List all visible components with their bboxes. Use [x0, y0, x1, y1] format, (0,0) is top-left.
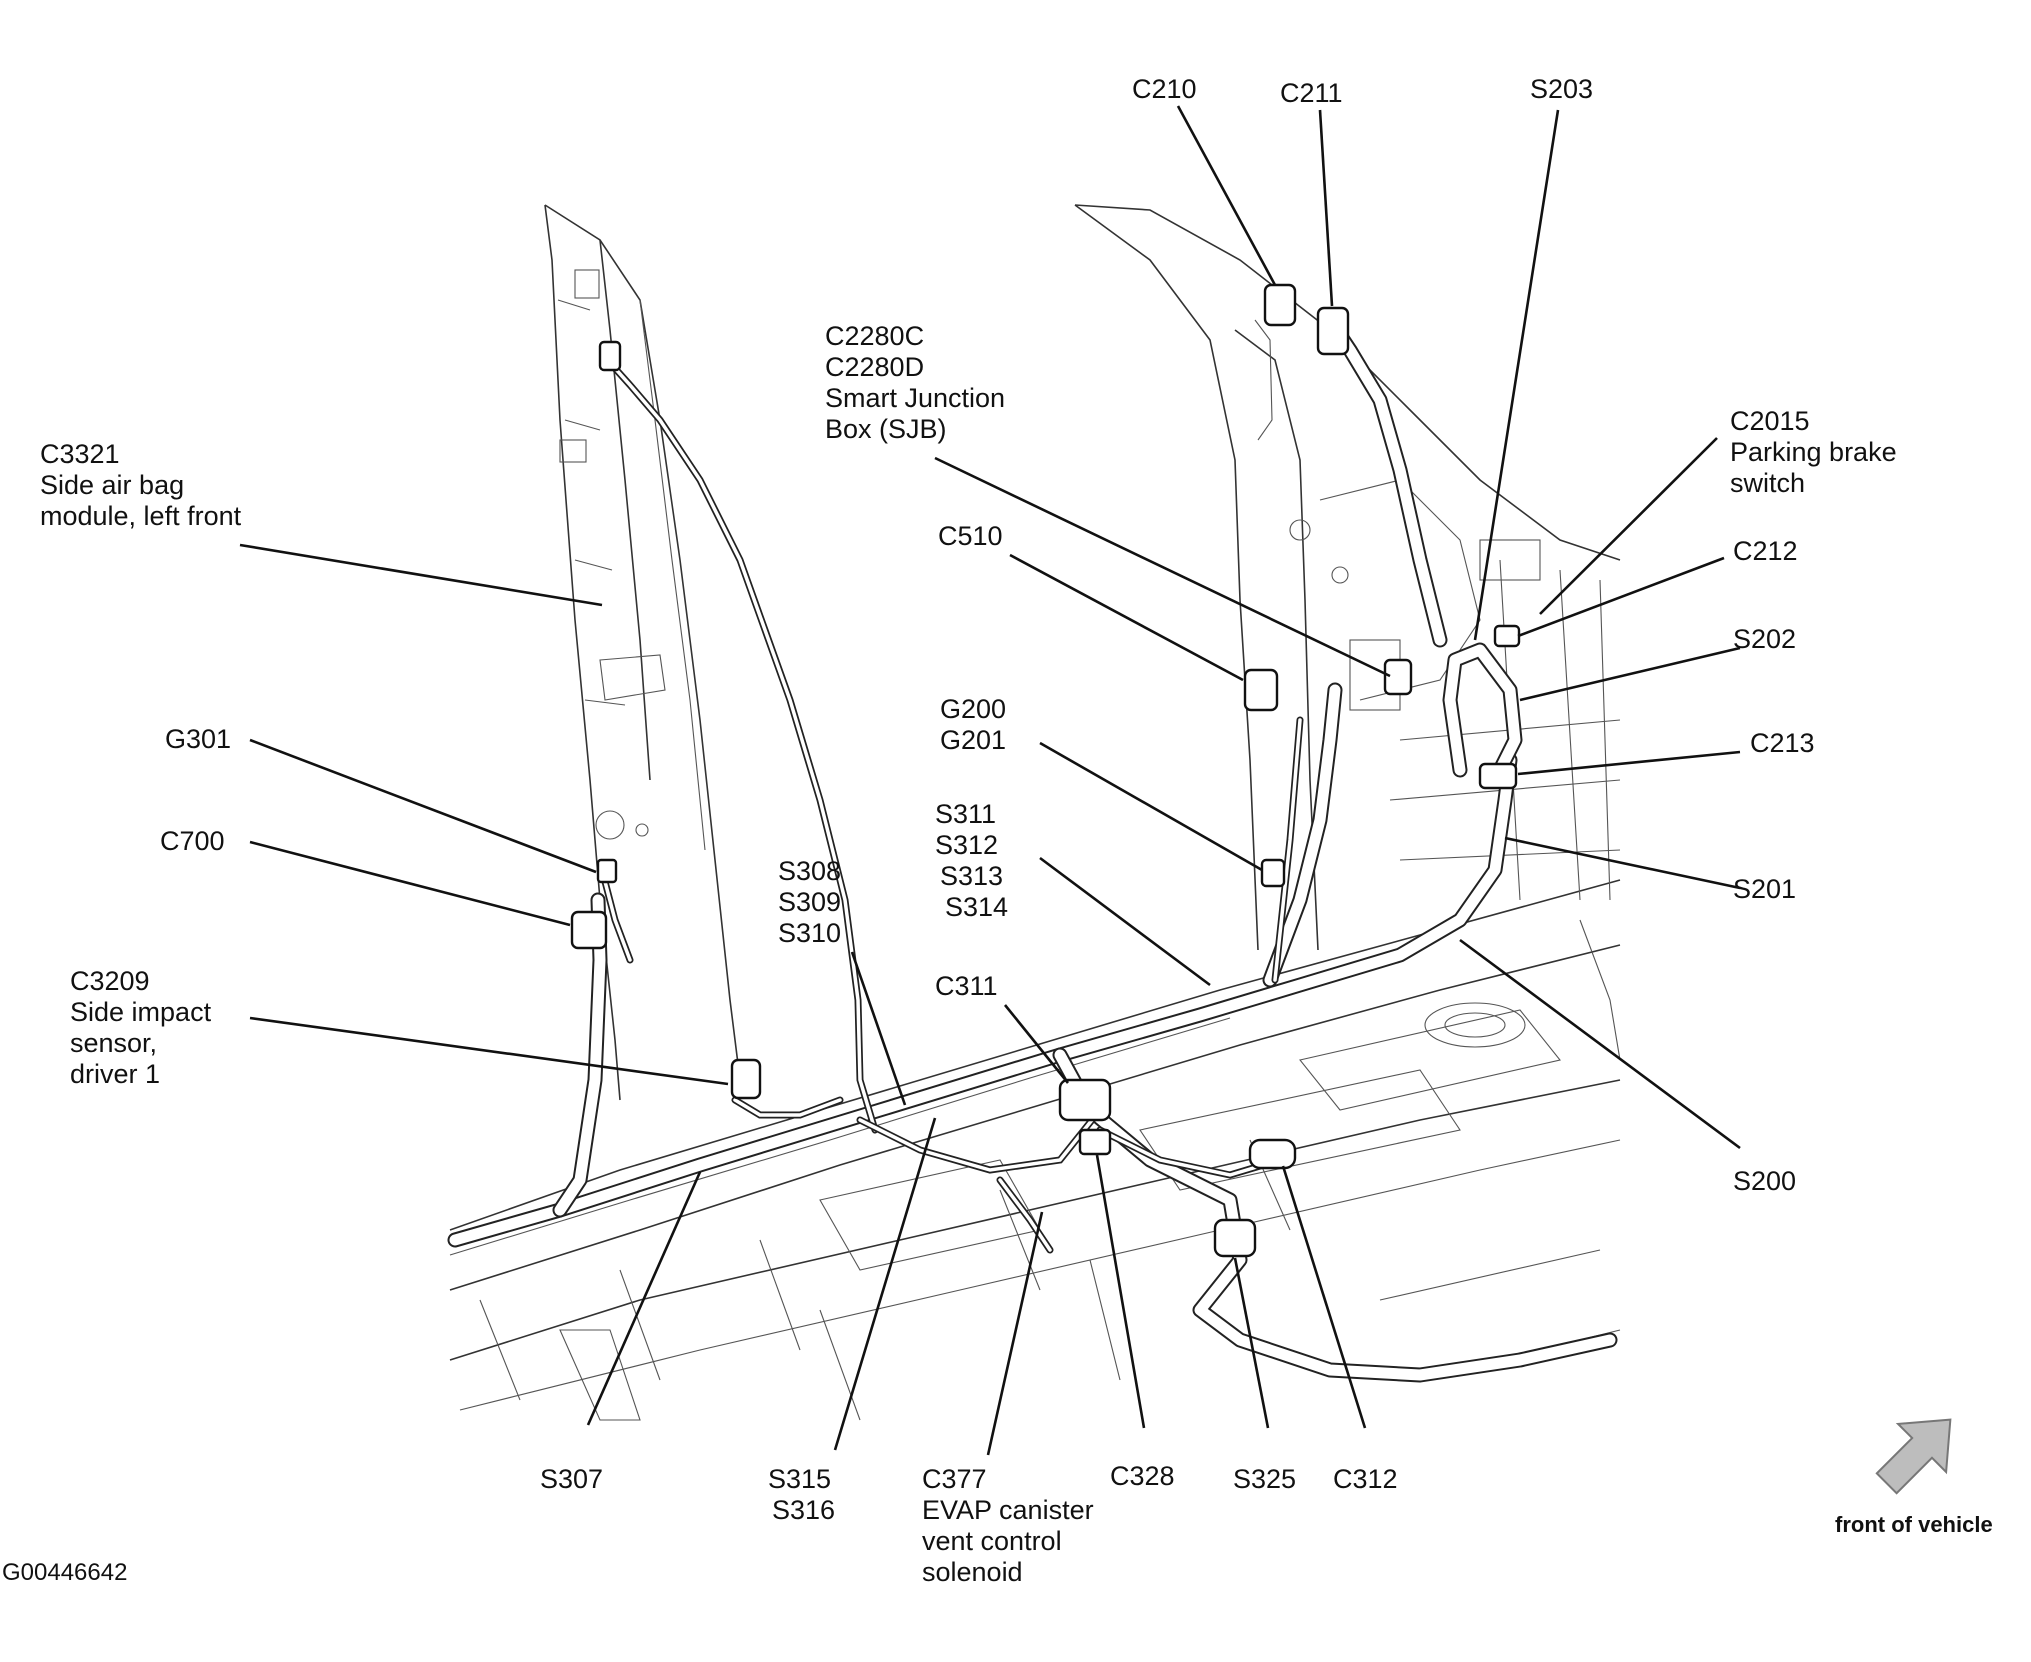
callout-c510-line-1: C510 — [938, 521, 1003, 551]
callout-c2015-line-2: Parking brake — [1730, 437, 1897, 467]
connector-c3209 — [730, 1058, 762, 1100]
callout-g301-line-1: G301 — [165, 724, 231, 754]
callout-c311: C311 — [935, 971, 998, 1001]
callout-s308-line-2: S309 — [778, 887, 841, 917]
callout-s308: S308 S309 S310 — [778, 856, 849, 948]
callout-c510: C510 — [938, 521, 1003, 551]
callout-s315: S315 S316 — [768, 1464, 839, 1525]
callout-c3209-line-2: Side impact — [70, 997, 212, 1027]
callout-s200-line-1: S200 — [1733, 1166, 1796, 1196]
callout-c312: C312 — [1333, 1464, 1398, 1494]
callout-c3209-line-3: sensor, — [70, 1028, 157, 1058]
callout-c700-line-1: C700 — [160, 826, 225, 856]
callout-g200-line-2: G201 — [940, 725, 1006, 755]
callout-s203-line-1: S203 — [1530, 74, 1593, 104]
connector-c700 — [570, 910, 608, 950]
connector-s325 — [1213, 1218, 1257, 1258]
callout-c2280-line-3: Smart Junction — [825, 383, 1005, 413]
callout-s201-line-1: S201 — [1733, 874, 1796, 904]
callout-c377-line-2: EVAP canister — [922, 1495, 1094, 1525]
callout-c3209-line-4: driver 1 — [70, 1059, 160, 1089]
callout-s201: S201 — [1733, 874, 1796, 904]
connector-c312 — [1248, 1138, 1297, 1170]
callout-c211: C211 — [1280, 78, 1343, 108]
callout-c210-line-1: C210 — [1132, 74, 1197, 104]
callout-c3321-line-2: Side air bag — [40, 470, 184, 500]
callout-s311: S311 S312 S313 S314 — [935, 799, 1011, 922]
callout-s315-line-1: S315 — [768, 1464, 831, 1494]
wiring-harness — [447, 312, 1618, 1383]
callout-c328-line-1: C328 — [1110, 1461, 1175, 1491]
front-of-vehicle-label: front of vehicle — [1835, 1512, 1993, 1537]
callout-s202-line-1: S202 — [1733, 624, 1796, 654]
callout-g301: G301 — [165, 724, 231, 754]
callout-s308-line-1: S308 — [778, 856, 841, 886]
callout-g200-line-1: G200 — [940, 694, 1006, 724]
callout-c212: C212 — [1733, 536, 1798, 566]
connector-c212 — [1493, 624, 1521, 648]
callout-s307-line-1: S307 — [540, 1464, 603, 1494]
callout-s200: S200 — [1733, 1166, 1796, 1196]
callout-s311-line-1: S311 — [935, 799, 996, 829]
callout-c3321-line-3: module, left front — [40, 501, 242, 531]
callout-g200: G200 G201 — [940, 694, 1014, 755]
callout-c328: C328 — [1110, 1461, 1175, 1491]
callout-s203: S203 — [1530, 74, 1593, 104]
callout-s325: S325 — [1233, 1464, 1296, 1494]
callout-c377-line-4: solenoid — [922, 1557, 1023, 1587]
callout-c2015-line-1: C2015 — [1730, 406, 1810, 436]
callout-c3321: C3321 Side air bag module, left front — [40, 439, 242, 531]
callout-s311-line-4: S314 — [945, 892, 1008, 922]
connector-g200 — [1260, 858, 1286, 888]
callout-c2015-line-3: switch — [1730, 468, 1805, 498]
callout-c377: C377 EVAP canister vent control solenoid — [922, 1464, 1101, 1587]
callout-s311-line-3: S313 — [940, 861, 1003, 891]
connector-c2280 — [1383, 658, 1413, 696]
callout-c3321-line-1: C3321 — [40, 439, 120, 469]
connector-c311 — [1058, 1078, 1112, 1122]
callout-s308-line-3: S310 — [778, 918, 841, 948]
connector-c213 — [1478, 762, 1518, 790]
connectors — [570, 283, 1521, 1258]
callout-c213: C213 — [1750, 728, 1815, 758]
connector-c510 — [1243, 668, 1279, 712]
figure-id: G00446642 — [2, 1559, 127, 1586]
callout-c700: C700 — [160, 826, 225, 856]
callout-s202: S202 — [1733, 624, 1796, 654]
callout-s311-line-2: S312 — [935, 830, 998, 860]
leader-lines — [239, 105, 1741, 1456]
callout-c3209: C3209 Side impact sensor, driver 1 — [70, 966, 219, 1089]
callout-c2015: C2015 Parking brake switch — [1730, 406, 1904, 498]
callout-c212-line-1: C212 — [1733, 536, 1798, 566]
callout-c3209-line-1: C3209 — [70, 966, 150, 996]
callout-s325-line-1: S325 — [1233, 1464, 1296, 1494]
callout-labels: C3321 Side air bag module, left front G3… — [40, 74, 1904, 1587]
callout-c211-line-1: C211 — [1280, 78, 1343, 108]
callout-c2280: C2280C C2280D Smart Junction Box (SJB) — [825, 321, 1013, 444]
callout-c210: C210 — [1132, 74, 1197, 104]
callout-c2280-line-4: Box (SJB) — [825, 414, 947, 444]
callout-c312-line-1: C312 — [1333, 1464, 1398, 1494]
callout-c213-line-1: C213 — [1750, 728, 1815, 758]
arrow-icon — [1875, 1418, 1952, 1495]
callout-c377-line-1: C377 — [922, 1464, 987, 1494]
callout-c377-line-3: vent control — [922, 1526, 1062, 1556]
callout-s315-line-2: S316 — [772, 1495, 835, 1525]
connector-c328 — [1078, 1128, 1112, 1156]
connector-g301 — [596, 858, 618, 884]
callout-c2280-line-2: C2280D — [825, 352, 924, 382]
connector-c211 — [1316, 306, 1350, 356]
callout-c311-line-1: C311 — [935, 971, 998, 1001]
connector-c210 — [1263, 283, 1297, 327]
connector-c3321 — [598, 340, 622, 372]
orientation-indicator: front of vehicle — [1835, 1418, 1993, 1537]
callout-c2280-line-1: C2280C — [825, 321, 924, 351]
callout-s307: S307 — [540, 1464, 603, 1494]
